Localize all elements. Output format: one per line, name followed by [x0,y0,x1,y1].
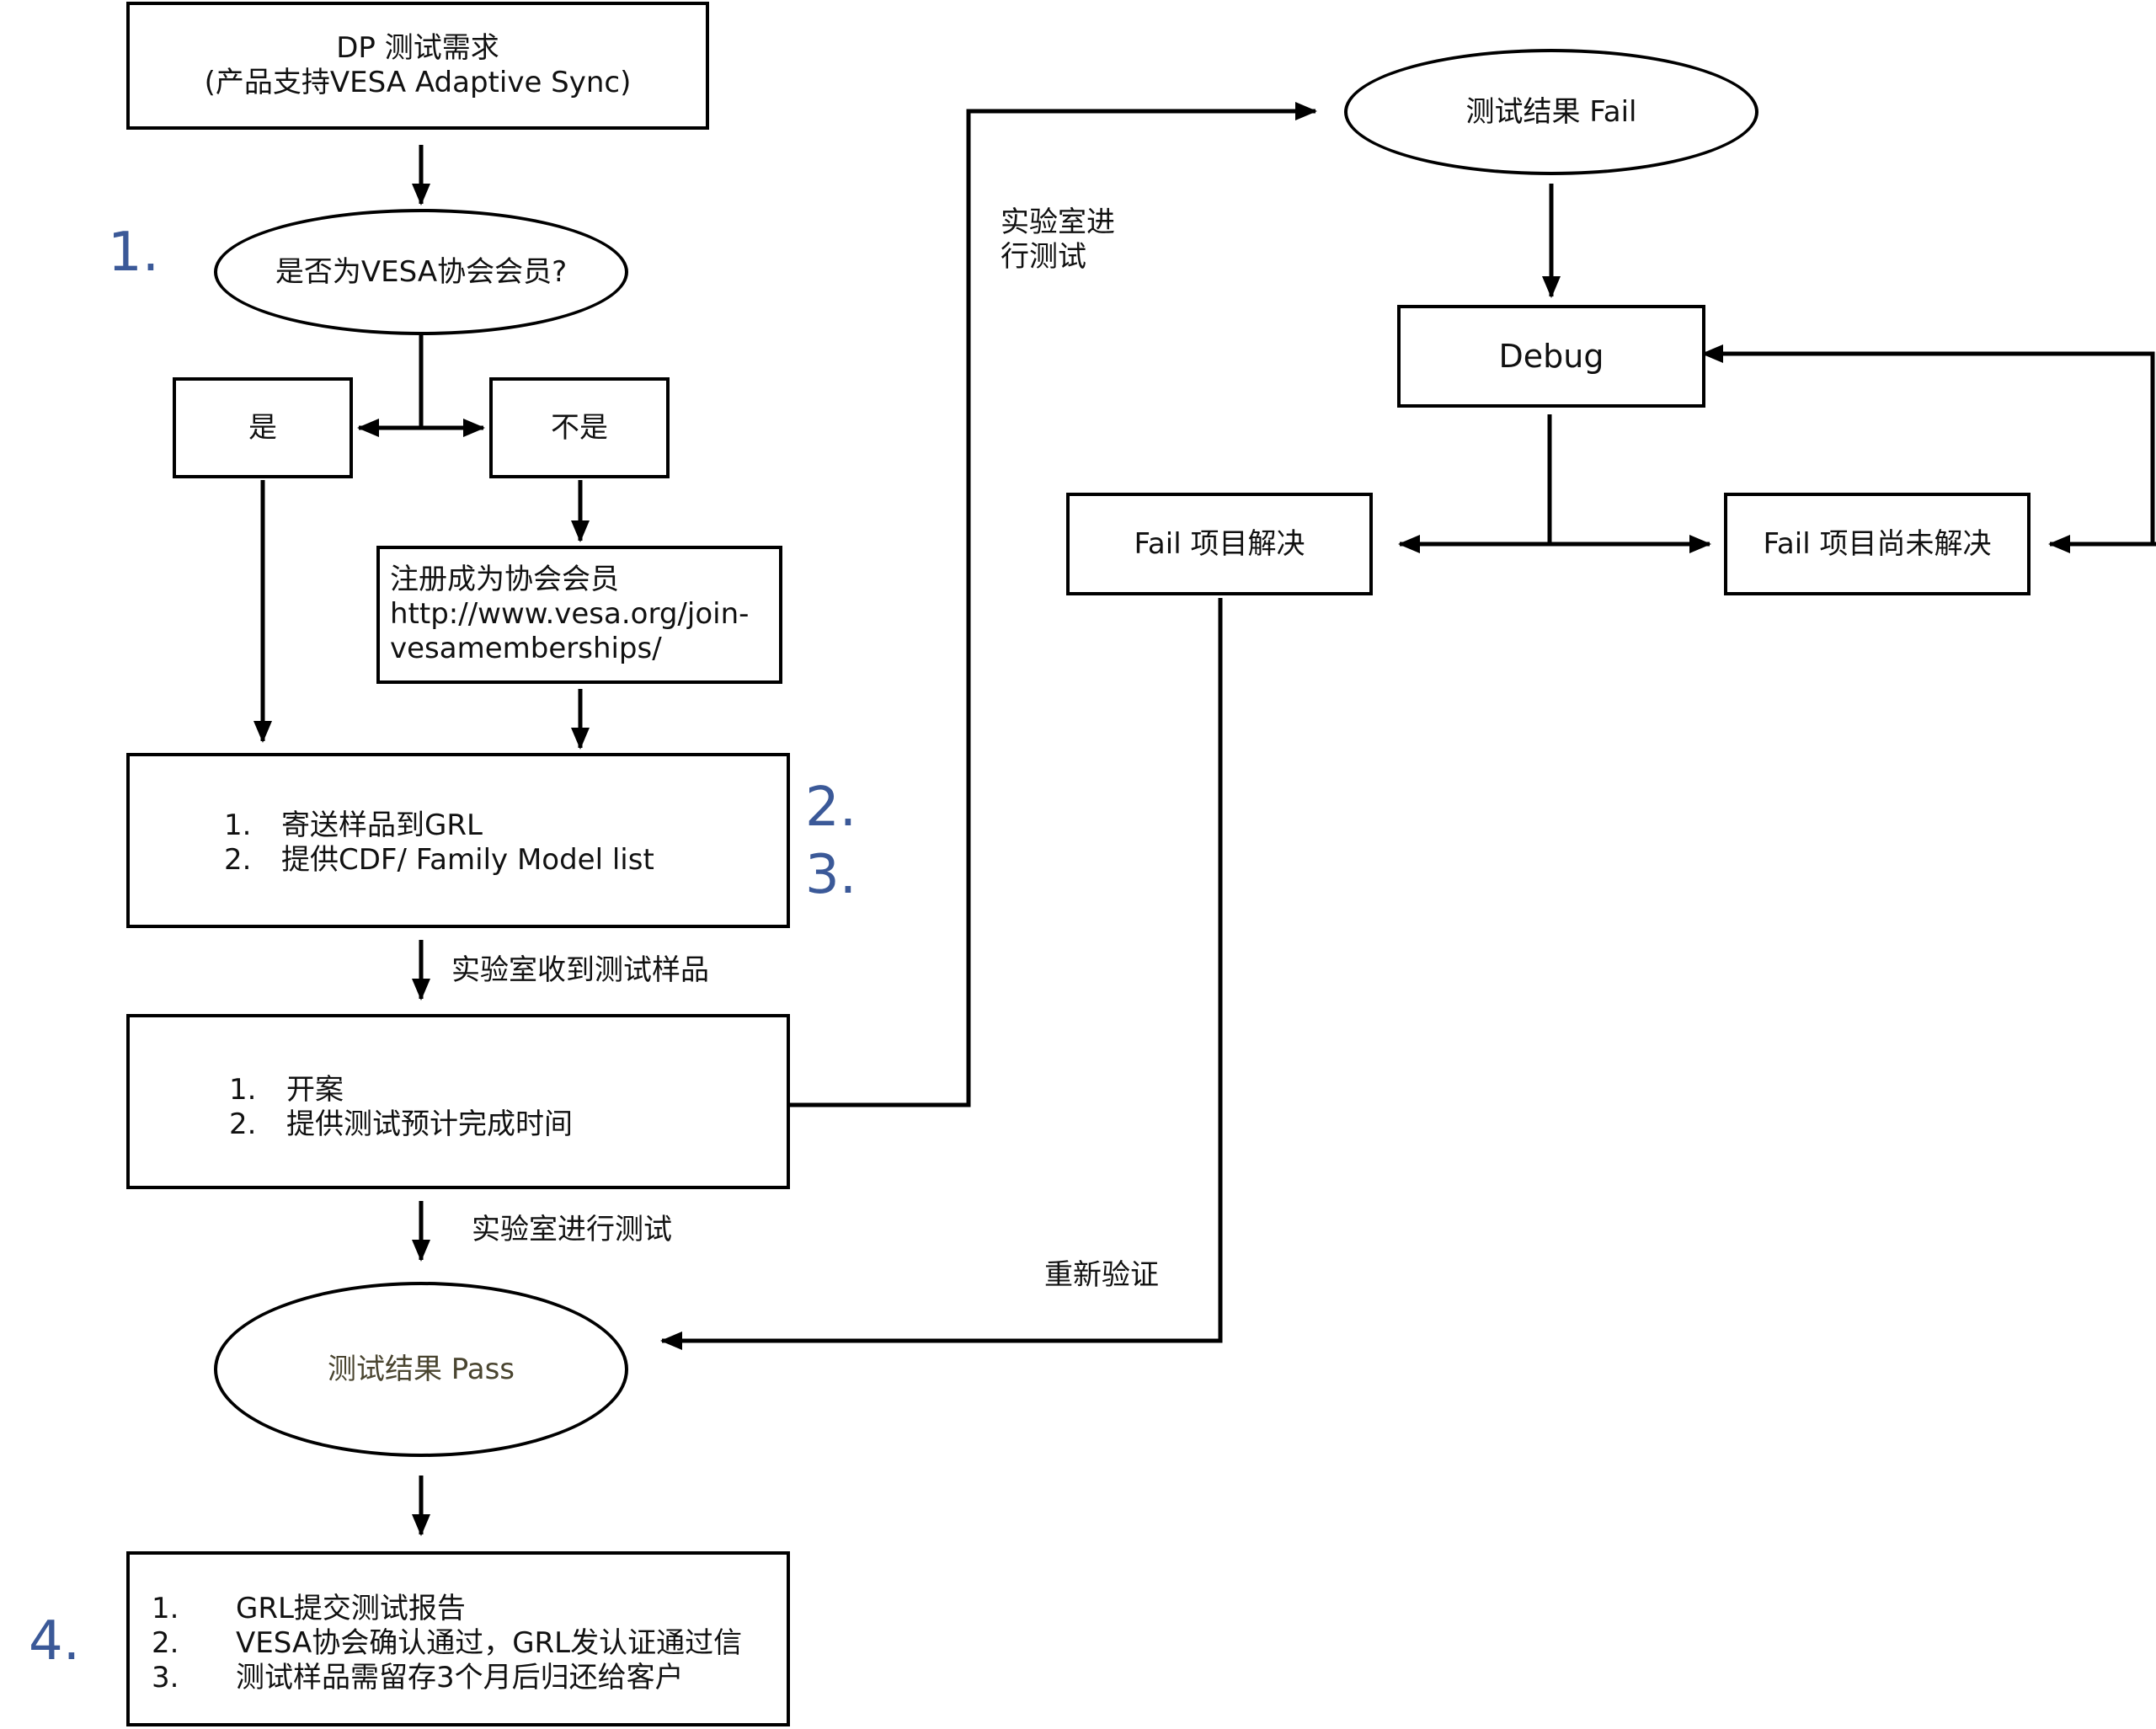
start-node: DP 测试需求 (产品支持VESA Adaptive Sync) [126,2,709,130]
register-url-line1: http://www.vesa.org/join- [390,597,750,631]
list-item-number: 2. [224,843,252,877]
list-item: 2. VESA协会确认通过，GRL发认证通过信 [152,1626,742,1661]
fail-node: 测试结果 Fail [1344,49,1758,175]
list-item-number: 1. [229,1073,257,1107]
start-subtitle: (产品支持VESA Adaptive Sync) [204,66,632,99]
step-number-3: 3. [805,844,857,906]
step-number-2: 2. [805,776,857,839]
list-item-number: 1. [224,808,252,842]
edge-open-to-fail [790,102,1317,1107]
list-item: 2. 提供CDF/ Family Model list [224,843,654,878]
register-url-line2: vesamemberships/ [390,632,662,665]
no-text: 不是 [551,410,608,445]
member-question-node: 是否为VESA协会会员? [214,209,628,335]
yes-text: 是 [248,410,277,445]
yes-node: 是 [173,377,353,478]
list-item: 3. 测试样品需留存3个月后归还给客户 [152,1661,742,1695]
edge-label-testing-split: 实验室进 行测试 [1001,205,1115,275]
list-item-number: 3. [152,1661,179,1694]
fail-unresolved-node: Fail 项目尚未解决 [1724,493,2031,595]
report-node: 1. GRL提交测试报告 2. VESA协会确认通过，GRL发认证通过信 3. … [126,1551,790,1726]
debug-node: Debug [1397,305,1705,408]
edge-resolved-to-pass [660,598,1223,1350]
send-sample-node: 1. 寄送样品到GRL 2. 提供CDF/ Family Model list [126,753,790,928]
fail-resolved-node: Fail 项目解决 [1066,493,1373,595]
list-item: 1. 寄送样品到GRL [224,808,654,843]
pass-node: 测试结果 Pass [214,1282,628,1457]
pass-text: 测试结果 Pass [327,1352,515,1386]
list-item-text: 开案 [286,1073,344,1107]
step-number-1: 1. [108,221,160,284]
list-item-text: 测试样品需留存3个月后归还给客户 [236,1661,684,1694]
edge-label-testing-split-line1: 实验室进 [1001,205,1115,239]
list-item-text: GRL提交测试报告 [236,1592,466,1625]
list-item-number: 2. [229,1107,257,1141]
start-title: DP 测试需求 [336,31,499,65]
fail-resolved-text: Fail 项目解决 [1134,526,1305,561]
list-item-number: 2. [152,1626,179,1660]
open-case-node: 1. 开案 2. 提供测试预计完成时间 [126,1014,790,1189]
register-line1: 注册成为协会会员 [390,563,619,596]
list-item: 1. 开案 [229,1073,573,1107]
list-item-text: 寄送样品到GRL [281,808,483,842]
no-node: 不是 [489,377,670,478]
fail-text: 测试结果 Fail [1465,94,1637,129]
list-item-text: VESA协会确认通过，GRL发认证通过信 [236,1626,743,1660]
list-item: 1. GRL提交测试报告 [152,1592,742,1626]
list-item-text: 提供CDF/ Family Model list [281,843,654,877]
step-number-4: 4. [29,1610,81,1673]
list-item-number: 1. [152,1592,179,1625]
edge-unresolved-loop [1701,344,2156,547]
edge-label-testing-split-line2: 行测试 [1001,240,1086,274]
edge-label-testing: 实验室进行测试 [472,1213,672,1246]
edge-label-reverify: 重新验证 [1044,1258,1159,1292]
member-question-text: 是否为VESA协会会员? [275,254,568,289]
register-node: 注册成为协会会员 http://www.vesa.org/join- vesam… [376,546,782,684]
list-item-text: 提供测试预计完成时间 [286,1107,573,1141]
debug-text: Debug [1498,337,1604,375]
fail-unresolved-text: Fail 项目尚未解决 [1763,526,1992,561]
list-item: 2. 提供测试预计完成时间 [229,1107,573,1142]
edge-label-received: 实验室收到测试样品 [451,953,709,987]
